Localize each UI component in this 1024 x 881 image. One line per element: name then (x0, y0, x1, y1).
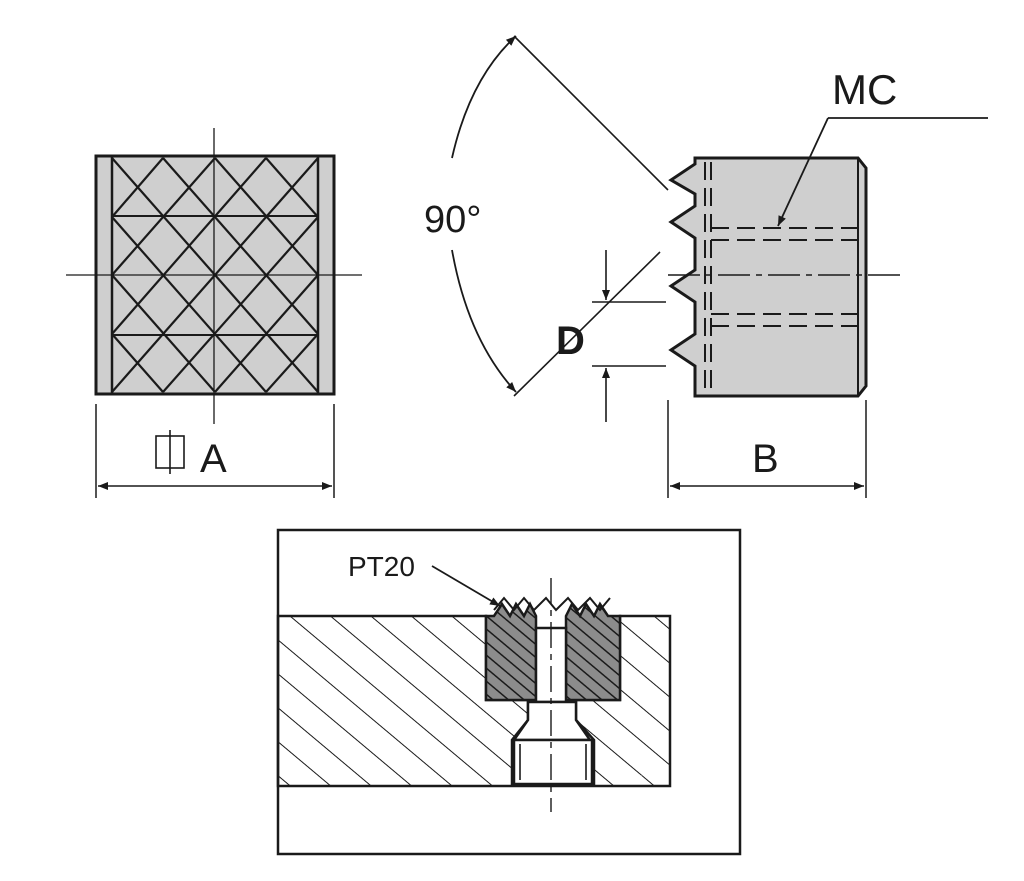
serrated-jaw-insert (484, 601, 538, 702)
angle-dimension: 90° (424, 35, 669, 397)
serrated-jaw-insert-right (564, 601, 622, 702)
top-view (66, 128, 362, 424)
thread-hidden-lines (704, 162, 864, 392)
pt20-callout: PT20 (348, 551, 501, 607)
square-section-icon (155, 430, 185, 474)
pt20-label: PT20 (348, 551, 415, 582)
bolt-head (512, 738, 594, 786)
angle-label: 90° (424, 199, 481, 241)
side-view-body (668, 156, 868, 398)
dimension-b: B (667, 400, 867, 498)
dimension-d: D (556, 250, 666, 422)
top-view-center-lines (66, 128, 362, 424)
section-view (276, 528, 742, 856)
dimension-b-label: B (752, 437, 779, 481)
side-view (668, 156, 900, 398)
mc-label: MC (832, 66, 897, 113)
serration-grid-rows (112, 215, 318, 336)
dimension-d-label: D (556, 319, 585, 363)
mc-callout: MC (777, 66, 988, 227)
dimension-a-label: A (200, 437, 227, 481)
dimension-a: A (95, 404, 335, 498)
